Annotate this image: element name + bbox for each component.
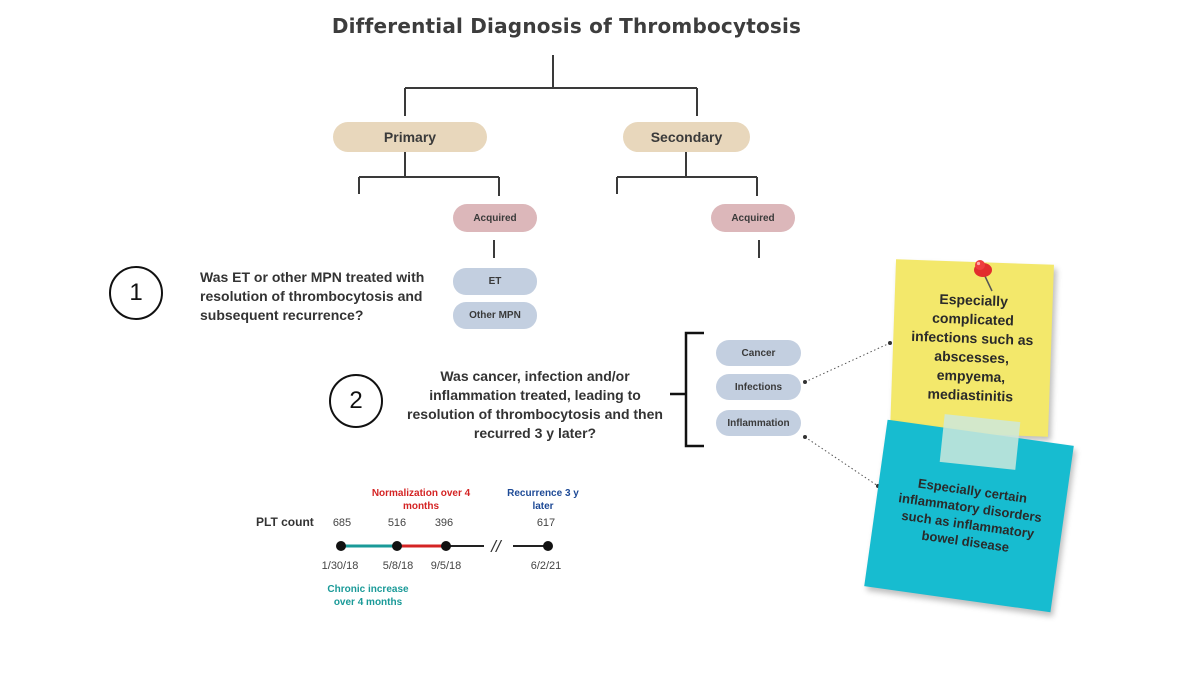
date-3: 9/5/18: [430, 560, 462, 572]
question-1-text: Was ET or other MPN treated with resolut…: [200, 269, 425, 323]
plt-count-label: PLT count: [256, 515, 314, 529]
inflammation-note-text: Especially certain inflammatory disorder…: [897, 475, 1043, 555]
date-2: 5/8/18: [382, 560, 414, 572]
cancer-node: Cancer: [716, 340, 801, 366]
timeline-point-3: [441, 541, 451, 551]
timeline-point-1: [336, 541, 346, 551]
infections-note-text: Especially complicated infections such a…: [911, 290, 1034, 405]
timeline-break: //: [490, 537, 503, 556]
other-mpn-node: Other MPN: [453, 302, 537, 329]
primary-node: Primary: [333, 122, 487, 152]
recurrence-label: Recurrence 3 y later: [507, 488, 579, 512]
push-pin-icon: [974, 260, 993, 292]
secondary-node: Secondary: [623, 122, 750, 152]
et-node: ET: [453, 268, 537, 295]
diagram-title: Differential Diagnosis of Thrombocytosis: [331, 14, 802, 38]
timeline-track: //: [336, 537, 553, 556]
inflammation-node: Inflammation: [716, 410, 801, 436]
plt-value-4: 617: [536, 517, 556, 529]
plt-value-1: 685: [332, 517, 352, 529]
plt-value-2: 516: [387, 517, 407, 529]
secondary-acquired-node: Acquired: [711, 204, 795, 232]
question-2-number: 2: [329, 374, 383, 428]
normalization-label: Normalization over 4 months: [371, 488, 471, 512]
plt-value-3: 396: [434, 517, 454, 529]
question-1-number: 1: [109, 266, 163, 320]
chronic-label: Chronic increase over 4 months: [327, 584, 409, 608]
infections-node: Infections: [716, 374, 801, 400]
primary-acquired-node: Acquired: [453, 204, 537, 232]
timeline-point-4: [543, 541, 553, 551]
question-2-text: Was cancer, infection and/or inflammatio…: [407, 368, 663, 441]
date-4: 6/2/21: [530, 560, 562, 572]
tape-strip: [939, 414, 1021, 470]
timeline-point-2: [392, 541, 402, 551]
date-1: 1/30/18: [321, 560, 359, 572]
